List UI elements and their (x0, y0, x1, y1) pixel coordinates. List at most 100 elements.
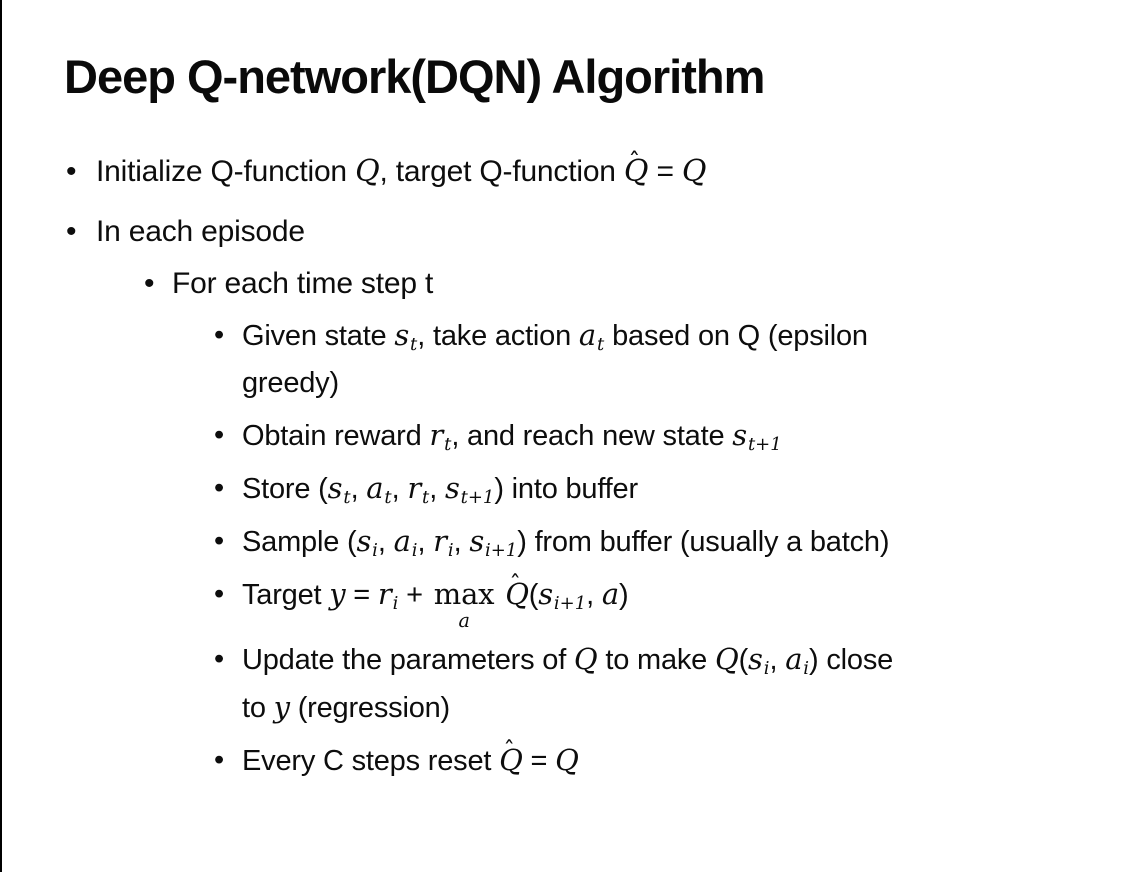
math-term: Q (714, 641, 739, 676)
math-var: s (469, 524, 484, 558)
text-run: ) into buffer (494, 473, 638, 505)
text-run: , (586, 579, 602, 611)
math-term: a (601, 577, 619, 611)
text-run: = (522, 744, 556, 777)
text-run: = (648, 155, 682, 188)
math-term: si (748, 641, 770, 679)
text-run: Target (242, 579, 330, 611)
text-run: , (429, 473, 445, 505)
math-term: Q (555, 742, 579, 777)
text-run: + (398, 579, 431, 611)
bullet-text: In each episode (96, 208, 1096, 255)
math-var: s (444, 471, 460, 505)
text-run: Store ( (242, 473, 328, 505)
math-var: Q (681, 154, 707, 189)
text-run: , and reach new state (451, 420, 733, 452)
math-var: y (273, 689, 290, 724)
text-run (497, 579, 505, 611)
math-var: Q (714, 641, 739, 676)
bullet-list: • Initialize Q-function Q, target Q-funct… (2, 148, 1124, 785)
math-subscript: t (384, 487, 392, 509)
text-run: Initialize Q-function (96, 155, 356, 188)
hat-accent-icon: ˆ (503, 736, 515, 764)
text-run: ) from buffer (usually a batch) (517, 526, 890, 558)
math-var: r (377, 577, 392, 611)
math-term: Q (355, 154, 380, 189)
math-var: Q (555, 742, 579, 777)
bullet-text: Sample (si, ai, ri, si+1) from buffer (u… (242, 518, 1096, 566)
bullet-item-6: •Sample (si, ai, ri, si+1) from buffer (… (2, 518, 1096, 566)
max-under-var: a (458, 608, 470, 632)
math-term: y (273, 689, 290, 724)
text-run: ( (528, 579, 539, 611)
bullet-item-5: •Store (st, at, rt, st+1) into buffer (2, 465, 1096, 513)
text-run: ( (738, 643, 749, 676)
math-term: st+1 (444, 471, 494, 507)
math-subscript: i (392, 593, 399, 615)
text-run: ) (618, 579, 629, 611)
math-subscript: t+1 (747, 434, 782, 456)
text-run: , (377, 526, 394, 558)
text-run: Sample ( (242, 526, 357, 558)
bullet-item-8: •Update the parameters of Q to make Q(si… (2, 636, 1096, 732)
math-term: Q (681, 154, 707, 189)
text-run: to (242, 691, 274, 724)
math-subscript: i (411, 540, 418, 562)
bullet-text: For each time step t (172, 260, 1096, 307)
math-var: Q (355, 154, 380, 189)
bullet-item-0: • Initialize Q-function Q, target Q-funct… (2, 148, 1096, 195)
bullet-icon: • (66, 155, 77, 188)
math-term: si (356, 524, 377, 560)
math-var: Q (499, 742, 523, 777)
math-subscript: i (763, 657, 770, 679)
math-subscript: i+1 (485, 540, 518, 562)
text-run: ) close (809, 643, 894, 676)
bullet-text: Store (st, at, rt, st+1) into buffer (242, 465, 1096, 513)
math-var: s (327, 471, 343, 505)
text-run: = (345, 579, 378, 611)
bullet-icon: • (214, 525, 224, 557)
text-run: to make (597, 643, 715, 676)
bullet-text: Initialize Q-function Q, target Q-functi… (96, 148, 1096, 195)
bullet-icon: • (214, 743, 224, 776)
math-term: at (579, 318, 604, 354)
bullet-icon: • (214, 472, 224, 504)
text-run: , (453, 526, 470, 558)
bullet-item-1: •In each episode (2, 208, 1096, 255)
math-var: a (601, 577, 619, 611)
math-subscript: i (803, 657, 810, 679)
math-var: a (366, 471, 384, 505)
math-var: a (393, 524, 411, 558)
math-var: s (356, 524, 372, 558)
math-term: ri (433, 524, 454, 562)
math-var: Q (505, 577, 529, 611)
math-var: a (785, 641, 803, 676)
bullet-item-3: •Given state st, take action at based on… (2, 312, 1096, 407)
math-term: y (329, 577, 345, 611)
text-run: (regression) (289, 691, 451, 724)
math-var: s (748, 641, 763, 676)
text-run: , (417, 526, 434, 558)
bullet-icon: • (214, 642, 224, 675)
bullet-item-2: •For each time step t (2, 260, 1096, 307)
text-run: greedy) (242, 367, 339, 399)
math-term: ri (377, 577, 399, 615)
text-run: based on Q (epsilon (604, 320, 868, 352)
math-term: si+1 (469, 524, 518, 562)
text-run: Obtain reward (242, 420, 430, 452)
math-subscript: i (447, 540, 454, 562)
text-run: , (769, 643, 786, 676)
max-operator: max (433, 577, 495, 612)
bullet-item-4: •Obtain reward rt, and reach new state s… (2, 412, 1096, 460)
math-var: r (429, 418, 444, 452)
math-term: si+1 (538, 577, 586, 613)
text-run: , take action (417, 320, 579, 352)
bullet-text: Obtain reward rt, and reach new state st… (242, 412, 1096, 460)
